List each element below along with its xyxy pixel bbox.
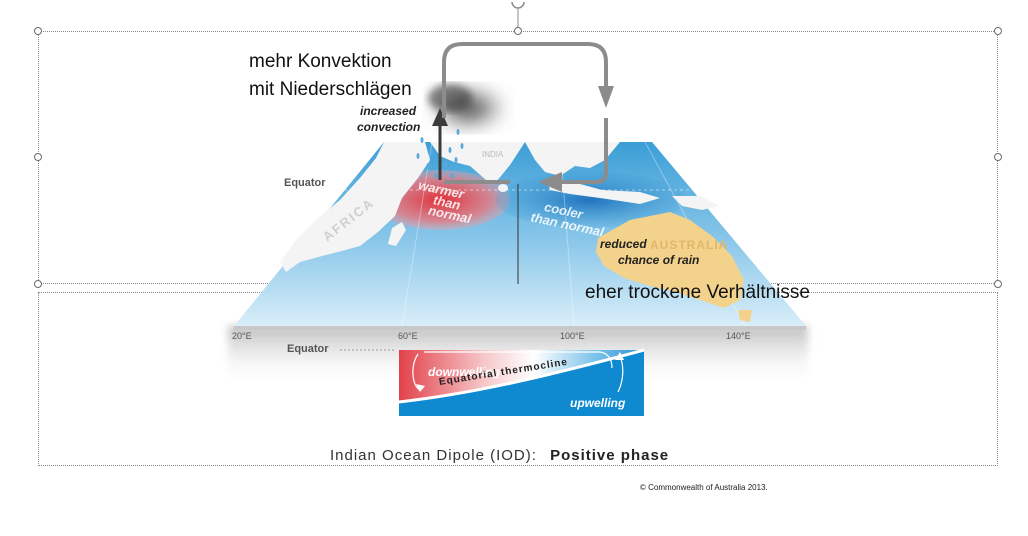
resize-handle-top-right[interactable] <box>994 27 1002 35</box>
longitude-label: 140°E <box>726 331 751 341</box>
copyright-notice: © Commonwealth of Australia 2013. <box>640 483 768 492</box>
longitude-label: 100°E <box>560 331 585 341</box>
label-downwelling: downwelling <box>428 365 500 379</box>
label-upwelling: upwelling <box>570 396 626 410</box>
annotation-convection-line2[interactable]: mit Niederschlägen <box>249 79 412 100</box>
resize-handle-bottom-left[interactable] <box>34 280 42 288</box>
label-india: INDIA <box>482 150 504 159</box>
diagram-caption: Indian Ocean Dipole (IOD): Positive phas… <box>330 447 669 464</box>
resize-handle-bottom-right[interactable] <box>994 280 1002 288</box>
longitude-label: 20°E <box>232 331 252 341</box>
caption-phase: Positive phase <box>550 447 670 464</box>
label-australia: AUSTRALIA <box>650 238 729 252</box>
resize-handle-middle-left[interactable] <box>34 153 42 161</box>
caption-prefix: Indian Ocean Dipole (IOD): <box>330 447 537 464</box>
annotation-dry-conditions[interactable]: eher trockene Verhältnisse <box>585 282 810 303</box>
label-convection: convection <box>357 120 421 134</box>
resize-handle-middle-right[interactable] <box>994 153 1002 161</box>
label-reduced: reduced <box>600 237 647 251</box>
longitude-label: 60°E <box>398 331 418 341</box>
resize-handle-top-middle[interactable] <box>514 27 522 35</box>
annotation-convection-line1[interactable]: mehr Konvektion <box>249 51 392 72</box>
resize-handle-top-left[interactable] <box>34 27 42 35</box>
label-equator-map: Equator <box>284 177 326 189</box>
label-equator-section: Equator <box>287 343 329 355</box>
label-chance-of-rain: chance of rain <box>618 253 700 267</box>
label-increased: increased <box>360 104 417 118</box>
